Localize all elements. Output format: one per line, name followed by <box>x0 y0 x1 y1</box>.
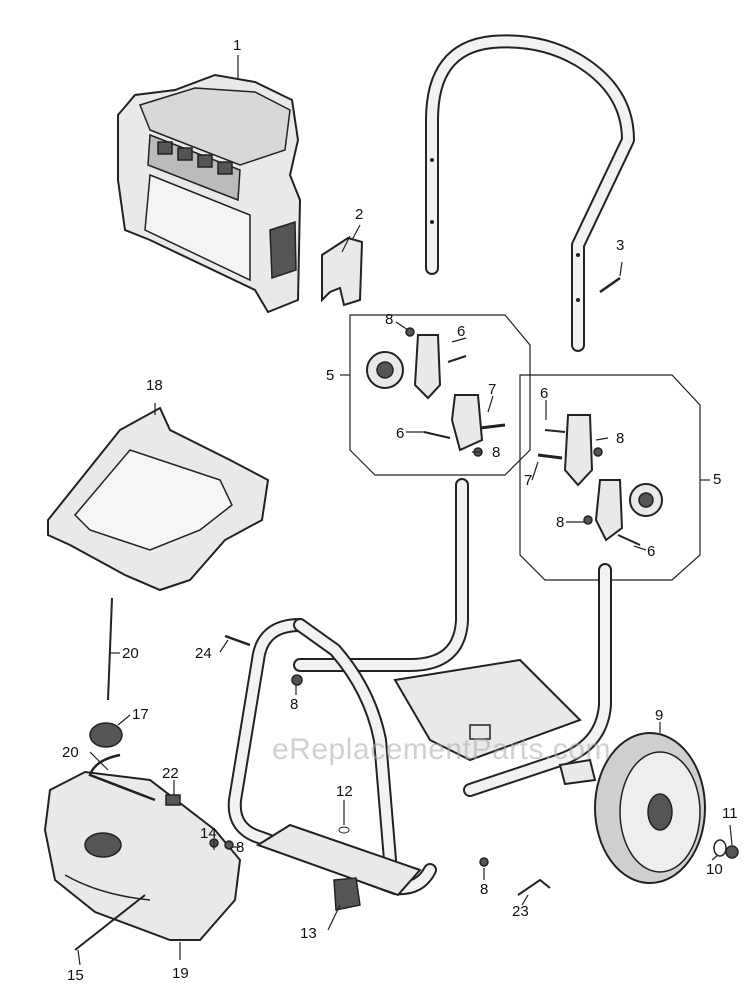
callout-6: 6 <box>396 425 405 442</box>
callout-23: 23 <box>512 903 529 920</box>
joint-assembly-right <box>519 374 710 581</box>
callout-24: 24 <box>195 645 212 662</box>
callout-15: 15 <box>67 967 84 984</box>
callout-7: 7 <box>488 381 497 398</box>
callout-19: 19 <box>172 965 189 982</box>
callout-11: 11 <box>722 805 738 822</box>
callout-9: 9 <box>655 707 664 724</box>
callout-22: 22 <box>162 765 179 782</box>
callout-18: 18 <box>146 377 163 394</box>
bolt-part-3 <box>599 261 623 294</box>
callout-3: 3 <box>616 237 625 254</box>
callout-8: 8 <box>385 311 394 328</box>
callout-6: 6 <box>647 543 656 560</box>
upper-handle <box>425 34 635 352</box>
lower-frame <box>227 478 612 897</box>
callout-2: 2 <box>355 206 364 223</box>
callout-12: 12 <box>336 783 353 800</box>
callout-8: 8 <box>616 430 625 447</box>
fuel-line-parts <box>88 597 181 806</box>
callout-6: 6 <box>457 323 466 340</box>
fuel-tank-part-19 <box>43 770 242 941</box>
shroud-part-18 <box>47 406 270 592</box>
callout-17: 17 <box>132 706 149 723</box>
callout-20: 20 <box>62 744 79 761</box>
callout-8: 8 <box>236 839 245 856</box>
callout-6: 6 <box>540 385 549 402</box>
leader-lines <box>77 55 733 966</box>
callout-8: 8 <box>480 881 489 898</box>
callout-13: 13 <box>300 925 317 942</box>
callout-10: 10 <box>706 861 723 878</box>
callout-20: 20 <box>122 645 139 662</box>
housing-part-1 <box>117 73 302 314</box>
callout-8: 8 <box>556 514 565 531</box>
callout-1: 1 <box>233 37 242 54</box>
small-hardware <box>74 634 551 951</box>
callout-5: 5 <box>713 471 722 488</box>
callout-5: 5 <box>326 367 335 384</box>
callout-14: 14 <box>200 825 217 842</box>
callout-7: 7 <box>524 472 533 489</box>
wheel-part-9 <box>558 732 739 884</box>
watermark: eReplacementParts.com <box>272 733 611 766</box>
callout-8: 8 <box>492 444 501 461</box>
bracket-part-2 <box>321 235 364 307</box>
joint-assembly-left <box>340 314 531 476</box>
callout-8: 8 <box>290 696 299 713</box>
